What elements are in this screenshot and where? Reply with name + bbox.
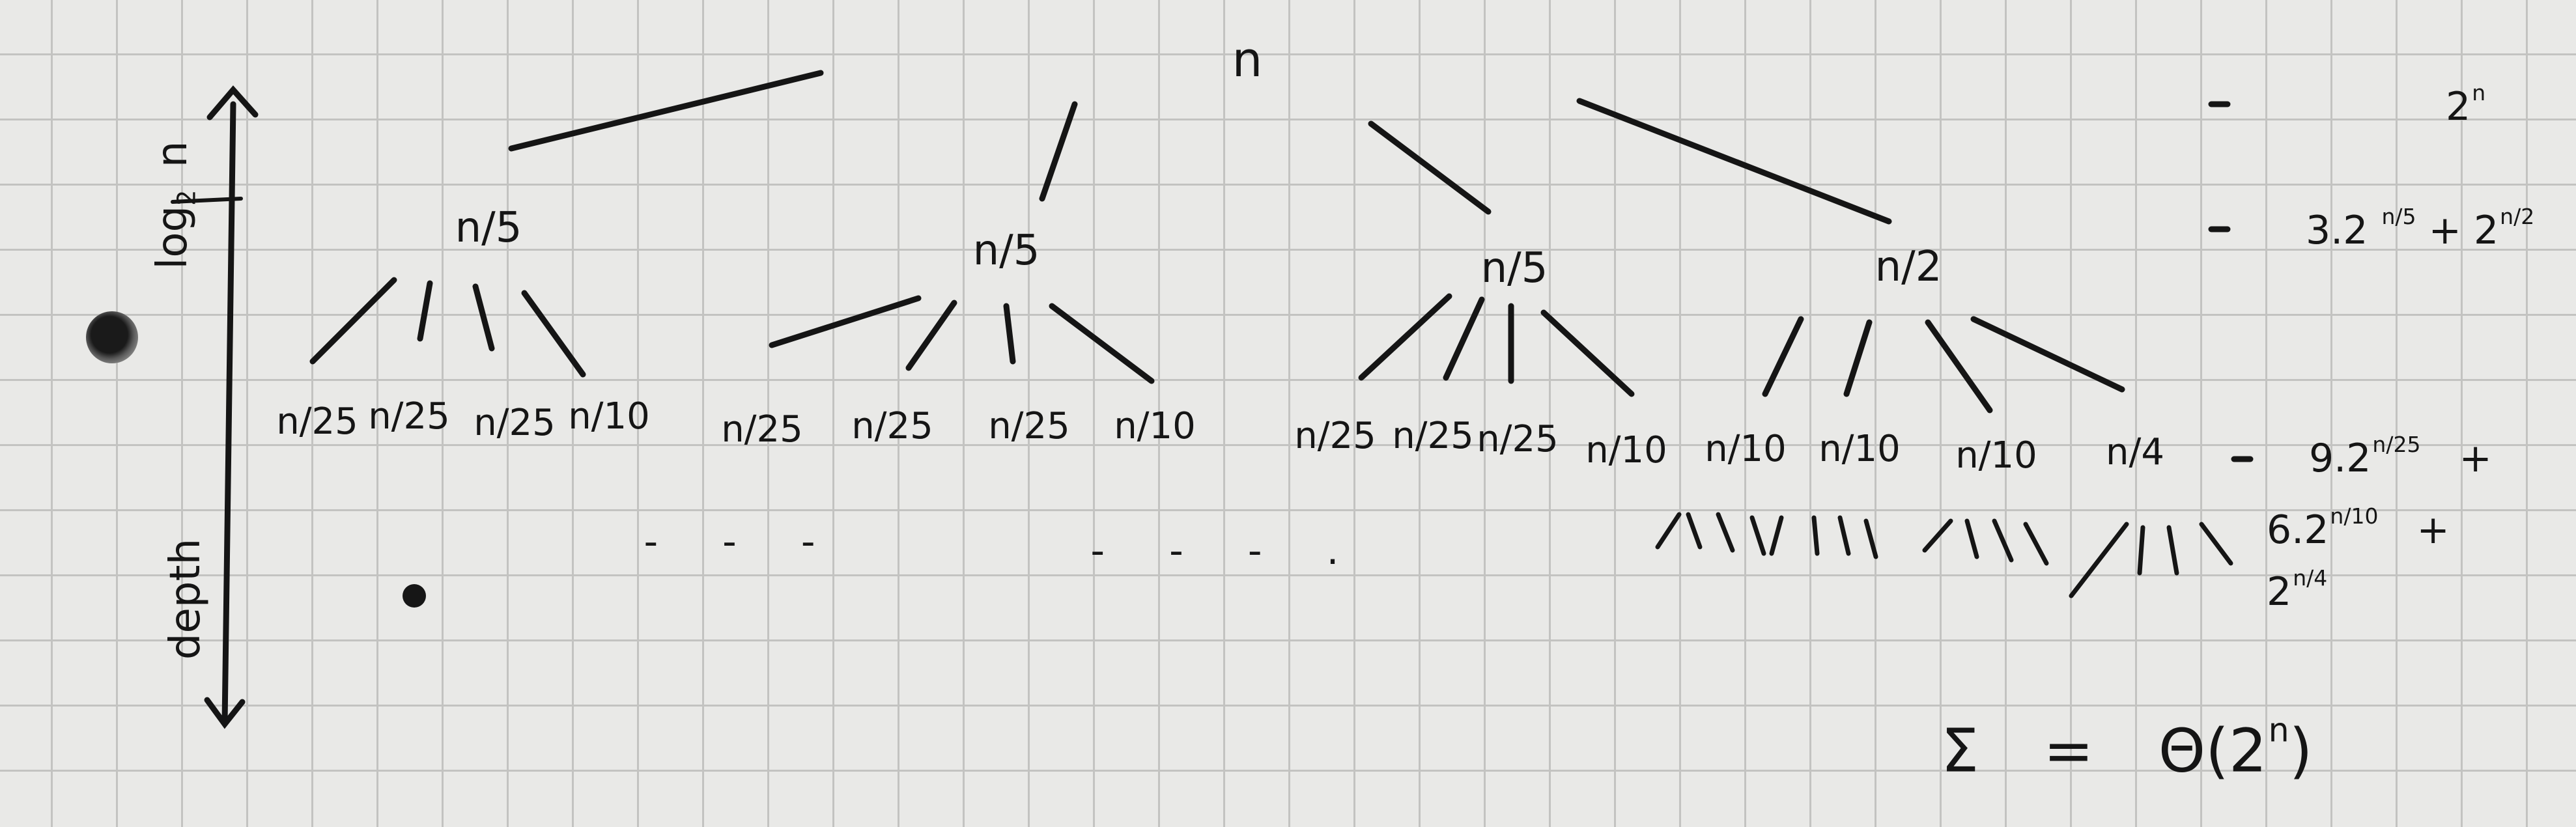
ink-dot	[403, 584, 426, 608]
axis-label-log: log2 n	[148, 141, 202, 270]
edge-root-d	[1576, 98, 1892, 225]
edge-root-c	[1368, 120, 1492, 215]
leaf-c3: n/25	[1477, 418, 1559, 460]
leaf-a2: n/25	[368, 395, 450, 438]
cost-level0: 2n	[2446, 80, 2486, 130]
depth-axis-arrow	[204, 85, 259, 729]
leaf-d4: n/4	[2106, 431, 2164, 473]
cost-level2-term1: 9.2n/25 +	[2309, 432, 2492, 481]
leaf-b4: n/10	[1114, 405, 1196, 447]
edge-b1	[769, 295, 922, 348]
leaf-b1: n/25	[721, 408, 803, 451]
leaf-b2: n/25	[851, 405, 933, 447]
edge-root-a	[508, 70, 824, 152]
continuation-strokes	[1655, 512, 2233, 598]
cost-level2-term2: 6.2n/10 +	[2267, 503, 2450, 553]
leaf-c4: n/10	[1585, 429, 1667, 471]
axis-label-depth: depth	[162, 538, 210, 660]
edge-d3	[1925, 319, 1993, 414]
tree-root: n	[1232, 32, 1263, 88]
leaf-d2: n/10	[1819, 428, 1901, 470]
leaf-b3: n/25	[988, 405, 1070, 447]
ellipsis-b: - - -	[644, 519, 842, 565]
leaf-a4: n/10	[568, 395, 650, 438]
node-level1-d: n/2	[1875, 243, 1942, 291]
node-level1-c: n/5	[1480, 244, 1548, 292]
edge-b4	[1049, 303, 1155, 384]
edge-root-b	[1039, 101, 1078, 202]
cost-level1: 3.2 n/5 + 2n/2	[2306, 204, 2535, 253]
equals-sign: =	[2043, 716, 2094, 786]
cost-level2-term3: 2n/4	[2267, 565, 2328, 615]
edge-a1	[309, 277, 397, 365]
leaf-d3: n/10	[1955, 434, 2037, 477]
edge-a4	[521, 290, 586, 378]
leaf-c2: n/25	[1392, 415, 1474, 457]
edge-b3	[1003, 303, 1016, 365]
leaf-c1: n/25	[1294, 415, 1376, 457]
edge-c1	[1358, 293, 1452, 381]
edge-a3	[472, 283, 495, 352]
edge-b2	[905, 300, 957, 371]
leaf-a1: n/25	[276, 400, 358, 443]
strikeout	[171, 197, 243, 204]
leaf-a3: n/25	[474, 402, 556, 444]
leaf-d1: n/10	[1705, 428, 1787, 470]
edge-d2	[1843, 319, 1873, 397]
edge-c2	[1443, 296, 1485, 381]
edge-d4	[1970, 316, 2125, 393]
edge-c4	[1540, 309, 1635, 397]
edge-a2	[417, 280, 433, 342]
sum-symbol: Σ	[1941, 716, 1979, 786]
node-level1-b: n/5	[972, 227, 1040, 275]
sum-result: Σ = Θ(2n)	[1941, 710, 2313, 786]
ellipsis-c: - - - .	[1090, 528, 1365, 574]
punch-hole	[86, 311, 138, 363]
edge-d1	[1762, 316, 1804, 397]
node-level1-a: n/5	[455, 204, 522, 252]
